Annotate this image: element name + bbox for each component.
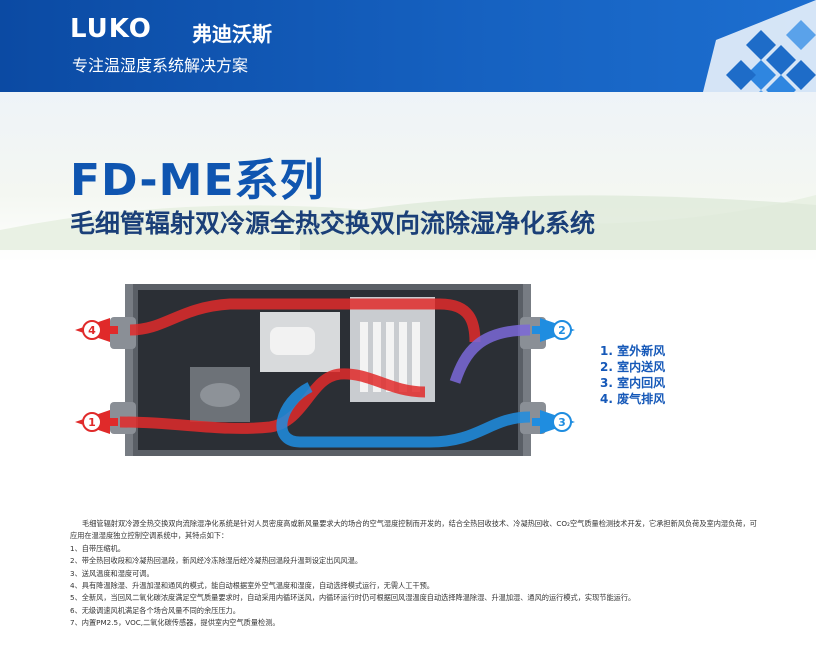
fresh-air-flow	[119, 368, 426, 434]
brand-name-cn: 弗迪沃斯	[192, 22, 272, 46]
header-banner: LUKO 弗迪沃斯 专注温湿度系统解决方案	[0, 0, 816, 92]
return-air-flow	[276, 382, 531, 448]
fan-motor	[270, 327, 315, 355]
legend-item-exhaust: 4. 废气排风	[600, 392, 666, 406]
unit-airflow-diagram: 4 1 2 3	[75, 284, 575, 456]
right-flange	[523, 284, 531, 456]
compressor	[200, 383, 240, 407]
feature-item: 4、具有降温除湿、升温加湿和通风的模式，能自动根据室外空气温度和湿度，自动选择模…	[70, 581, 434, 591]
hills-background	[0, 195, 816, 250]
marker-3: 3	[558, 416, 566, 429]
legend-item-outdoor-fresh-air: 1. 室外新风	[600, 344, 666, 358]
legend-item-indoor-supply: 2. 室内送风	[600, 360, 666, 374]
feature-item: 5、全新风，当回风二氧化碳浓度满足空气质量要求时，自动采用内循环送风，内循环运行…	[70, 593, 636, 603]
product-subtitle: 毛细管辐射双冷源全热交换双向流除湿净化系统	[70, 209, 596, 238]
supply-air-flow	[449, 324, 531, 384]
marker-2-badge	[552, 320, 572, 340]
product-series-title: FD-ME系列	[70, 155, 325, 206]
legend-item-indoor-return: 3. 室内回风	[600, 376, 666, 390]
product-description: 毛细管辐射双冷源全热交换双向流除湿净化系统是针对人员密度高或新风量要求大的场合的…	[70, 518, 760, 630]
duct-exhaust	[110, 317, 136, 349]
description-intro: 毛细管辐射双冷源全热交换双向流除湿净化系统是针对人员密度高或新风量要求大的场合的…	[70, 519, 757, 541]
coil-fins	[360, 322, 420, 392]
feature-item: 7、内置PM2.5，VOC,二氧化碳传感器，提供室内空气质量检测。	[70, 618, 280, 628]
marker-1-badge	[82, 412, 102, 432]
exhaust-flow	[129, 298, 481, 343]
feature-item: 3、送风温度和湿度可调。	[70, 568, 154, 578]
airflow-legend: 1. 室外新风 2. 室内送风 3. 室内回风 4. 废气排风	[600, 343, 665, 407]
marker-4-badge	[82, 320, 102, 340]
marker-4: 4	[88, 324, 96, 337]
marker-2: 2	[558, 324, 566, 337]
marker-1: 1	[88, 416, 96, 429]
feature-item: 6、无级调速风机满足各个场合风量不同的余压压力。	[70, 605, 240, 615]
left-flange	[125, 284, 133, 456]
feature-item: 1、自带压缩机。	[70, 543, 125, 553]
brand-tagline: 专注温湿度系统解决方案	[72, 56, 249, 75]
feature-item: 2、带全热回收段和冷凝热回温段，新风经冷冻除湿后经冷凝热回温段升温到设定出风风温…	[70, 556, 363, 566]
brand-logo: LUKO	[70, 14, 152, 44]
marker-3-badge	[552, 412, 572, 432]
